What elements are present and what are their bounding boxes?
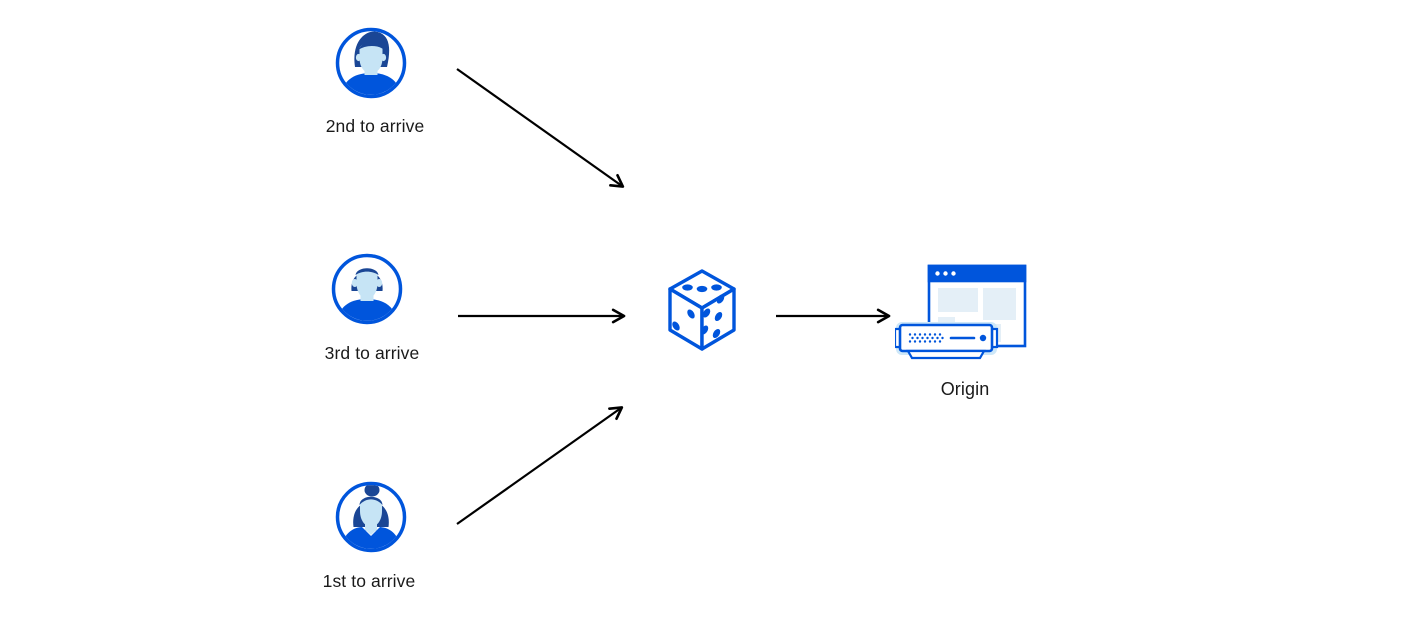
avatar-fringe xyxy=(359,496,383,505)
dice-pips xyxy=(672,284,725,339)
male-user-avatar-icon xyxy=(331,253,403,325)
server-led xyxy=(979,334,987,342)
arrow-client-bottom-to-dice xyxy=(456,406,624,525)
avatar-face xyxy=(359,43,383,74)
dice-icon xyxy=(668,269,736,351)
browser-titlebar-dots xyxy=(935,271,956,276)
avatar-fringe xyxy=(358,41,385,50)
male-user-avatar-icon xyxy=(335,27,407,99)
avatar-fringe xyxy=(355,268,379,275)
origin-label: Origin xyxy=(940,379,990,399)
origin-server-browser-icon xyxy=(895,264,1027,360)
server-body xyxy=(898,323,994,353)
avatar-chest xyxy=(363,527,379,535)
browser-titlebar xyxy=(927,264,1027,283)
server-vent-dots xyxy=(908,333,944,343)
female-user-avatar-icon xyxy=(335,481,407,553)
avatar-ear xyxy=(376,279,383,287)
avatar-face xyxy=(360,497,382,527)
avatar-face xyxy=(356,268,378,299)
avatar-ear xyxy=(351,279,358,287)
server-base xyxy=(906,349,986,360)
avatar-hair-bun xyxy=(364,485,380,497)
arrow-client-top-to-dice xyxy=(456,68,625,188)
client-bottom-label: 1st to arrive xyxy=(322,571,416,591)
client-middle-label: 3rd to arrive xyxy=(324,343,420,363)
client-top-label: 2nd to arrive xyxy=(325,116,425,136)
